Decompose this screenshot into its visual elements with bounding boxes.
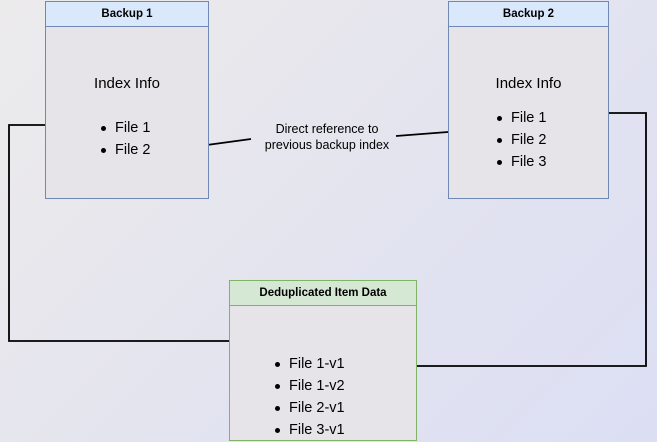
backup-1-title: Backup 1: [46, 2, 208, 27]
deduplicated-item-data-box: Deduplicated Item Data File 1-v1 File 1-…: [229, 280, 417, 441]
backup-1-body: Index Info File 1 File 2: [46, 27, 208, 198]
list-item: File 2: [99, 139, 150, 161]
backup-2-box: Backup 2 Index Info File 1 File 2 File 3: [448, 1, 609, 199]
direct-reference-note-line-1: Direct reference to: [275, 122, 379, 136]
backup-2-file-list: File 1 File 2 File 3: [495, 107, 546, 173]
backup-1-file-list: File 1 File 2: [99, 117, 150, 161]
list-item: File 3: [495, 151, 546, 173]
list-item: File 2: [495, 129, 546, 151]
deduplicated-file-list: File 1-v1 File 1-v2 File 2-v1 File 3-v1: [273, 353, 345, 441]
list-item: File 1-v2: [273, 375, 345, 397]
list-item: File 1: [99, 117, 150, 139]
deduplicated-item-data-title: Deduplicated Item Data: [230, 281, 416, 306]
list-item: File 3-v1: [273, 419, 345, 441]
backup-2-title: Backup 2: [449, 2, 608, 27]
list-item: File 1: [495, 107, 546, 129]
direct-reference-note: Direct reference to previous backup inde…: [252, 121, 402, 153]
backup-2-body: Index Info File 1 File 2 File 3: [449, 27, 608, 198]
backup-2-index-info-label: Index Info: [495, 75, 562, 92]
deduplicated-item-data-body: File 1-v1 File 1-v2 File 2-v1 File 3-v1: [230, 306, 416, 440]
backup-1-box: Backup 1 Index Info File 1 File 2: [45, 1, 209, 199]
list-item: File 2-v1: [273, 397, 345, 419]
direct-reference-note-line-2: previous backup index: [264, 138, 390, 152]
backup-1-index-info-label: Index Info: [94, 75, 160, 92]
list-item: File 1-v1: [273, 353, 345, 375]
